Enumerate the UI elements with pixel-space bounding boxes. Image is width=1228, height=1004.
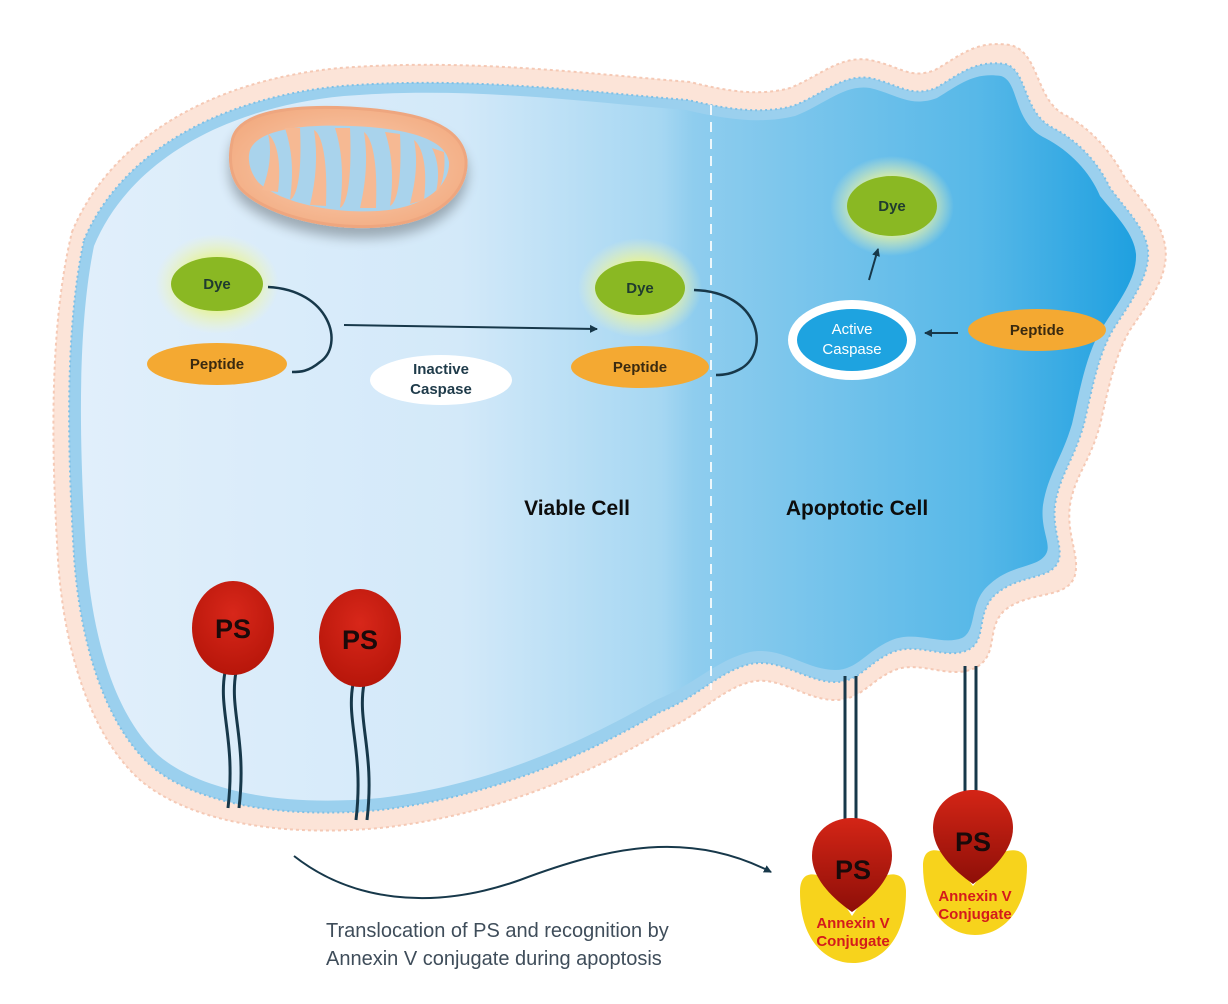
inactive-caspase-line2: Caspase (410, 381, 472, 398)
active-caspase-line1: Active (832, 321, 873, 338)
ps-outer-left: Annexin V Conjugate PS (800, 676, 906, 963)
probe-linker (693, 288, 758, 377)
ps-inner-left: PS (192, 581, 274, 809)
annexin-label-line2: Conjugate (816, 933, 889, 950)
ps-label: PS (215, 614, 251, 644)
ps-inner-right: PS (319, 589, 401, 821)
dye-molecule (171, 257, 263, 311)
dye-label: Dye (203, 276, 231, 293)
caption-line2: Annexin V conjugate during apoptosis (326, 948, 662, 970)
dye-label: Dye (626, 280, 654, 297)
annexin-conjugate-right: Annexin V Conjugate (923, 850, 1027, 935)
released-dye: Dye (830, 156, 954, 256)
caption-line1: Translocation of PS and recognition by (326, 920, 669, 942)
apoptotic-cell-label: Apoptotic Cell (786, 497, 928, 520)
peptide-label: Peptide (1010, 322, 1064, 339)
probe-linker (267, 285, 333, 374)
active-caspase: Active Caspase (788, 300, 916, 380)
ps-label: PS (342, 625, 378, 655)
annexin-conjugate-left: Annexin V Conjugate (800, 874, 906, 963)
annexin-label-line2: Conjugate (938, 906, 1011, 923)
ps-label: PS (955, 827, 991, 857)
viable-cell-label: Viable Cell (524, 497, 630, 520)
peptide-molecule (147, 343, 287, 385)
dye-molecule (847, 176, 937, 236)
ps-outer-right: Annexin V Conjugate PS (923, 666, 1027, 935)
peptide-molecule (968, 309, 1106, 351)
translocation-arrow (293, 845, 772, 900)
inactive-caspase: Inactive Caspase (370, 355, 512, 405)
peptide-label: Peptide (613, 359, 667, 376)
ps-label: PS (835, 855, 871, 885)
inactive-caspase-line1: Inactive (413, 361, 469, 378)
dye-molecule (595, 261, 685, 315)
dye-label: Dye (878, 198, 906, 215)
cleaved-peptide: Peptide (968, 309, 1106, 351)
annexin-label-line1: Annexin V (816, 915, 889, 932)
cell (52, 43, 1167, 832)
annexin-label-line1: Annexin V (938, 888, 1011, 905)
peptide-molecule (571, 346, 709, 388)
entering-probe: Dye Peptide (571, 238, 758, 388)
caption: Translocation of PS and recognition by A… (326, 917, 746, 973)
active-caspase-line2: Caspase (822, 341, 881, 358)
dye-release-arrow (868, 248, 880, 281)
peptide-label: Peptide (190, 356, 244, 373)
viable-probe: Dye Peptide (147, 234, 333, 385)
probe-entry-arrow (343, 324, 598, 333)
mitochondrion (229, 105, 468, 229)
